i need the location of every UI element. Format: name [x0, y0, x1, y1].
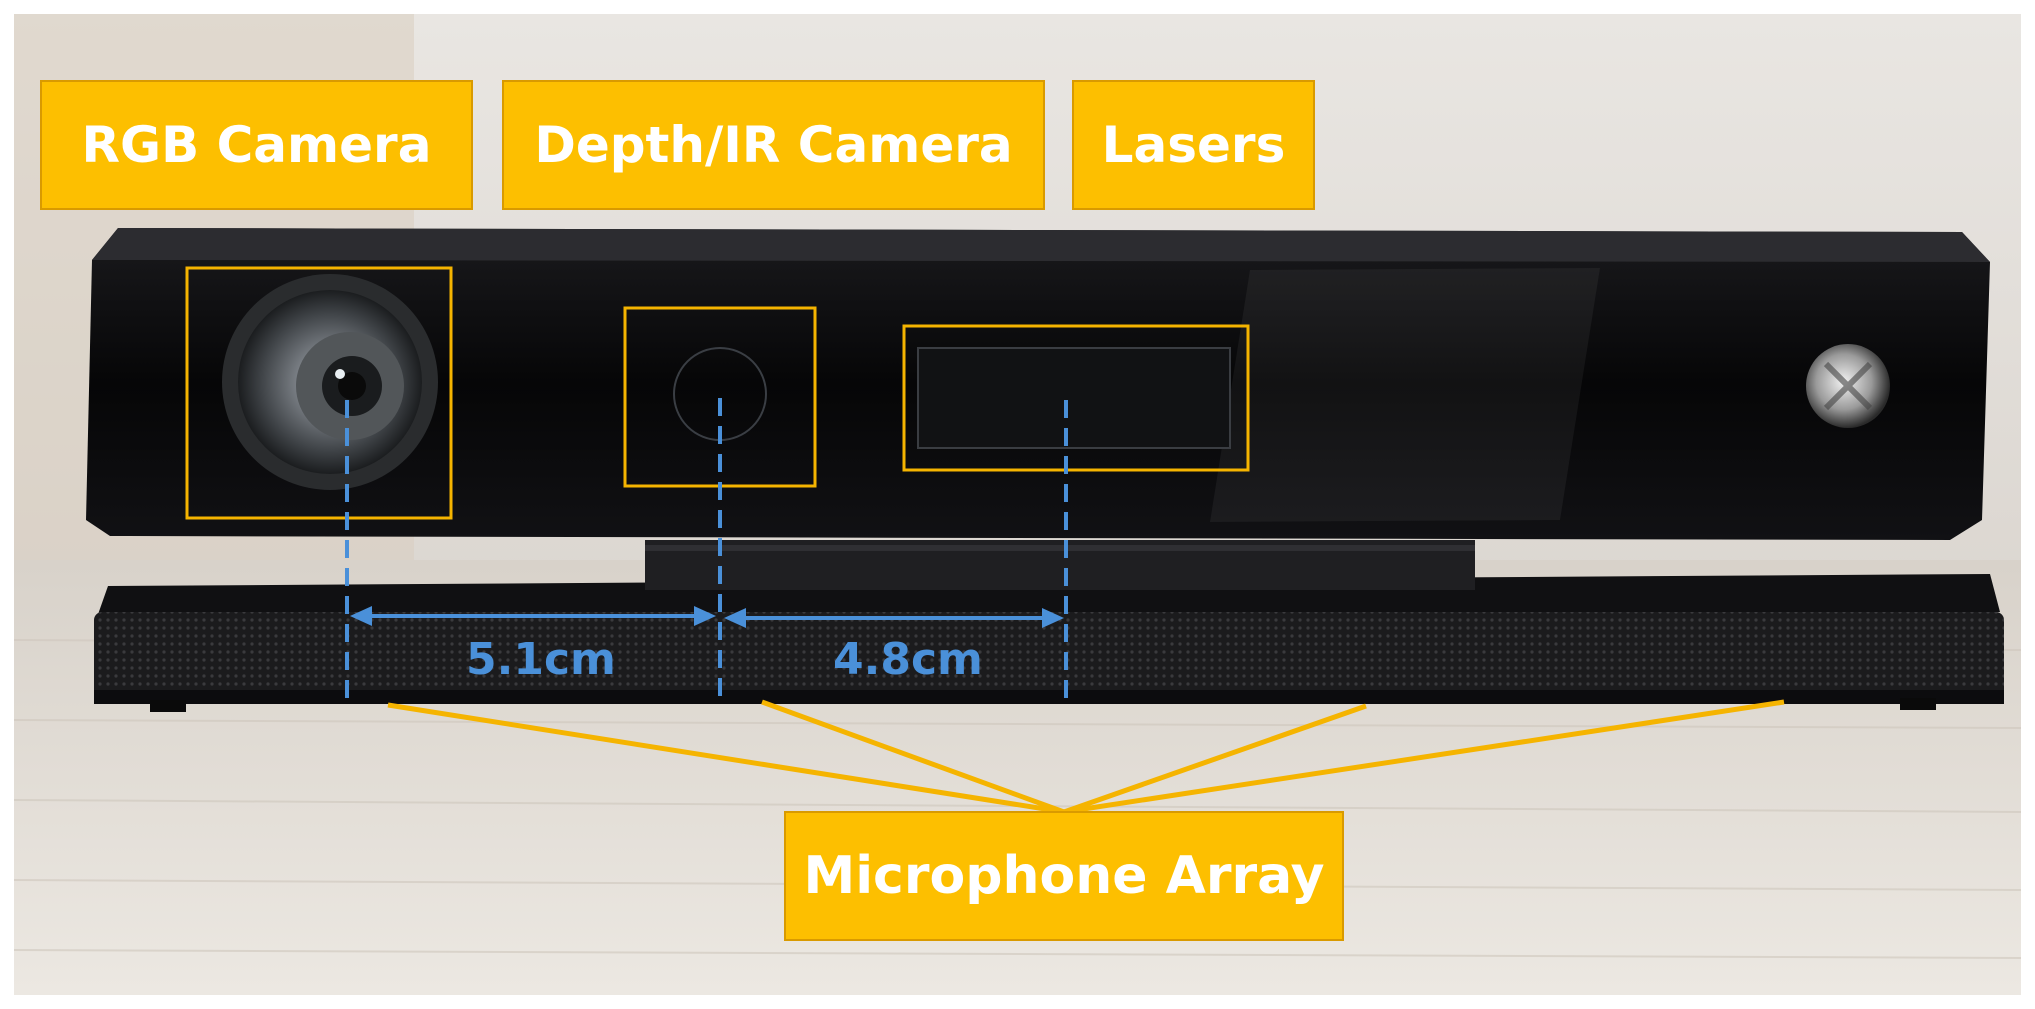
depth-ir-camera-label: Depth/IR Camera — [502, 80, 1045, 210]
mic-line-1 — [387, 702, 1065, 815]
lasers-label: Lasers — [1072, 80, 1315, 210]
base-foot-left — [150, 700, 186, 712]
sensor-body-reflection — [1210, 268, 1600, 522]
xbox-logo-x — [1823, 361, 1873, 411]
center-lines — [345, 398, 1068, 706]
mic-line-2 — [761, 699, 1065, 815]
stand-neck-shine — [645, 545, 1475, 551]
microphone-array-label: Microphone Array — [784, 811, 1344, 941]
mic-line-3 — [1063, 703, 1367, 815]
base-foot-right — [1900, 698, 1936, 710]
base-bar-top — [96, 574, 2000, 620]
lasers-highlight — [902, 324, 1250, 472]
rgb-depth-distance-label: 5.1cm — [466, 634, 616, 685]
base-bar-edge — [94, 690, 2004, 704]
sensor-body-top-bevel — [92, 228, 1990, 262]
mic-line-4 — [1063, 699, 1785, 815]
microphone-lines — [387, 699, 1785, 815]
depth-lasers-distance-label: 4.8cm — [833, 634, 983, 685]
rgb-camera-highlight — [185, 266, 453, 520]
speaker-grille-bar — [94, 612, 2004, 700]
laser-emitter-window — [917, 347, 1231, 449]
rgb-lens — [222, 274, 438, 490]
dimension-arrows — [350, 606, 1064, 628]
rgb-camera-label: RGB Camera — [40, 80, 473, 210]
